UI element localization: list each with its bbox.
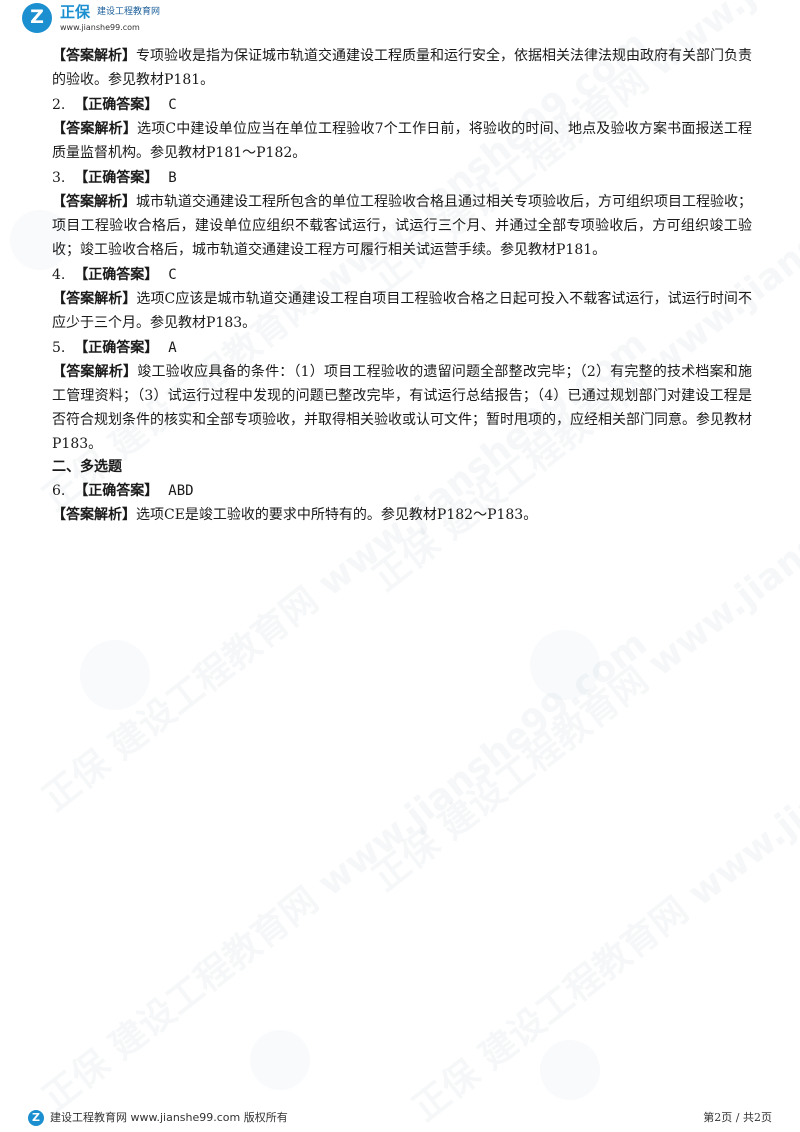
correct-answer-value: ABD xyxy=(168,483,194,499)
watermark-logo-icon xyxy=(250,1030,310,1090)
explanation-text: 选项C中建设单位应当在单位工程验收7个工作日前，将验收的时间、地点及验收方案书面… xyxy=(52,121,752,161)
answer-explanation: 【答案解析】专项验收是指为保证城市轨道交通建设工程质量和运行安全，依据相关法律法… xyxy=(52,44,752,92)
correct-answer-label: 【正确答案】 xyxy=(74,340,159,356)
logo-url: www.jianshe99.com xyxy=(60,23,140,32)
correct-answer-label: 【正确答案】 xyxy=(74,97,159,113)
watermark-logo-icon xyxy=(540,1040,600,1100)
logo-icon: Z xyxy=(22,3,52,33)
answer-explanation: 【答案解析】城市轨道交通建设工程所包含的单位工程验收合格且通过相关专项验收后，方… xyxy=(52,190,752,262)
logo-brand: 正保 xyxy=(60,3,91,21)
watermark-logo-icon xyxy=(530,630,600,700)
answer-explanation: 【答案解析】选项CE是竣工验收的要求中所特有的。参见教材P182～P183。 xyxy=(52,503,752,527)
question-number: 6. xyxy=(52,483,66,499)
answer-explanation: 【答案解析】选项C中建设单位应当在单位工程验收7个工作日前，将验收的时间、地点及… xyxy=(52,117,752,165)
correct-answer-label: 【正确答案】 xyxy=(74,267,159,283)
answer-explanation: 【答案解析】竣工验收应具备的条件：（1）项目工程验收的遗留问题全部整改完毕；（2… xyxy=(52,360,752,456)
section-heading: 二、多选题 xyxy=(52,459,122,475)
explanation-tag: 【答案解析】 xyxy=(52,364,138,380)
question-number: 4. xyxy=(52,267,66,283)
question-number: 2. xyxy=(52,97,66,113)
explanation-text: 选项CE是竣工验收的要求中所特有的。参见教材P182～P183。 xyxy=(136,507,538,523)
correct-answer-value: C xyxy=(168,267,177,283)
explanation-tag: 【答案解析】 xyxy=(52,48,136,64)
correct-answer-row: 2. 【正确答案】 C xyxy=(52,93,752,117)
footer-page-number: 第2页 / 共2页 xyxy=(703,1111,772,1124)
site-logo[interactable]: Z 正保 建设工程教育网 www.jianshe99.com xyxy=(22,3,162,39)
question-number: 3. xyxy=(52,170,66,186)
question-number: 5. xyxy=(52,340,66,356)
explanation-tag: 【答案解析】 xyxy=(52,507,136,523)
watermark-logo-icon xyxy=(10,210,70,270)
footer-logo-icon: Z xyxy=(28,1110,44,1126)
explanation-text: 城市轨道交通建设工程所包含的单位工程验收合格且通过相关专项验收后，方可组织项目工… xyxy=(52,194,752,258)
footer-copyright: 建设工程教育网 www.jianshe99.com 版权所有 xyxy=(50,1111,288,1124)
correct-answer-value: A xyxy=(168,340,177,356)
explanation-text: 选项C应该是城市轨道交通建设工程自项目工程验收合格之日起可投入不载客试运行，试运… xyxy=(52,291,752,331)
explanation-text: 竣工验收应具备的条件：（1）项目工程验收的遗留问题全部整改完毕；（2）有完整的技… xyxy=(52,364,753,452)
explanation-tag: 【答案解析】 xyxy=(52,291,137,307)
correct-answer-row: 3. 【正确答案】 B xyxy=(52,166,752,190)
answer-explanation: 【答案解析】选项C应该是城市轨道交通建设工程自项目工程验收合格之日起可投入不载客… xyxy=(52,287,752,335)
explanation-text: 专项验收是指为保证城市轨道交通建设工程质量和运行安全，依据相关法律法规由政府有关… xyxy=(52,48,752,88)
correct-answer-row: 5. 【正确答案】 A xyxy=(52,336,752,360)
watermark-logo-icon xyxy=(80,640,150,710)
logo-subtitle: 建设工程教育网 xyxy=(97,7,161,17)
correct-answer-row: 4. 【正确答案】 C xyxy=(52,263,752,287)
correct-answer-row: 6. 【正确答案】 ABD xyxy=(52,479,752,503)
explanation-tag: 【答案解析】 xyxy=(52,121,138,137)
explanation-tag: 【答案解析】 xyxy=(52,194,136,210)
correct-answer-label: 【正确答案】 xyxy=(74,483,159,499)
answer-content: 【答案解析】专项验收是指为保证城市轨道交通建设工程质量和运行安全，依据相关法律法… xyxy=(52,44,752,527)
correct-answer-value: B xyxy=(168,170,177,186)
correct-answer-label: 【正确答案】 xyxy=(74,170,159,186)
correct-answer-value: C xyxy=(168,97,177,113)
